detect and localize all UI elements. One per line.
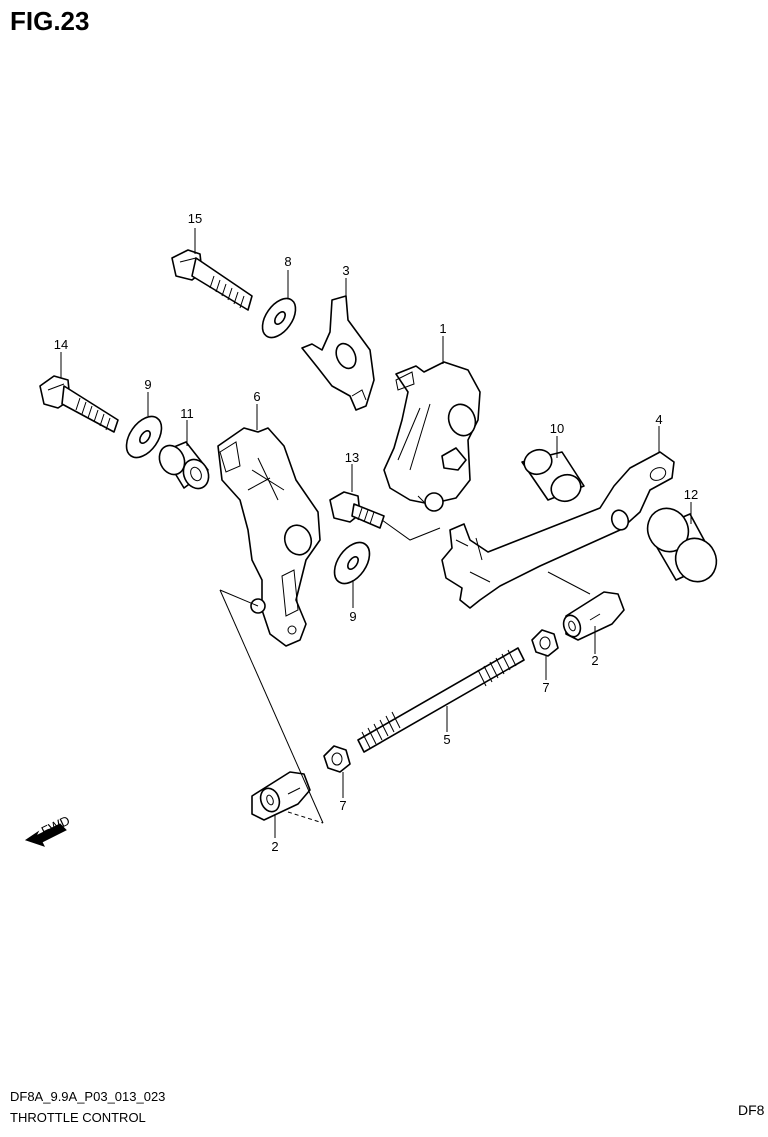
part-9-washer-left bbox=[125, 415, 163, 459]
callout-7-a: 7 bbox=[542, 680, 549, 695]
callout-3: 3 bbox=[342, 263, 349, 278]
callout-5: 5 bbox=[443, 732, 450, 747]
callout-11: 11 bbox=[180, 406, 194, 421]
callout-4: 4 bbox=[655, 412, 662, 427]
part-2-ball-joint-lower bbox=[251, 771, 311, 821]
part-5-rod bbox=[357, 647, 525, 753]
callout-labels: 15 8 3 1 14 9 11 6 13 10 4 12 9 2 7 5 7 … bbox=[54, 211, 698, 854]
part-2-ball-joint-right bbox=[562, 591, 625, 641]
part-14-bolt bbox=[39, 375, 119, 433]
part-11-spacer bbox=[158, 441, 210, 490]
callout-9-b: 9 bbox=[349, 609, 356, 624]
callout-6: 6 bbox=[253, 389, 260, 404]
callout-13: 13 bbox=[345, 450, 359, 465]
diagram-name: THROTTLE CONTROL bbox=[10, 1110, 146, 1125]
part-4-link-lever bbox=[441, 451, 675, 609]
part-8-washer bbox=[261, 297, 297, 339]
assembly-lines bbox=[219, 519, 591, 824]
diagram-code: DF8A_9.9A_P03_013_023 bbox=[10, 1089, 166, 1104]
part-10-collar bbox=[521, 448, 585, 503]
part-7-nut-upper bbox=[531, 629, 559, 657]
part-9-washer-mid bbox=[333, 541, 371, 585]
callout-15: 15 bbox=[188, 211, 202, 226]
callout-leaders bbox=[60, 228, 692, 838]
part-1-throttle-cam bbox=[383, 361, 481, 512]
callout-2-a: 2 bbox=[591, 653, 598, 668]
model-code-fragment: DF8 bbox=[738, 1102, 765, 1118]
part-3-bracket bbox=[301, 295, 375, 411]
callout-7-b: 7 bbox=[339, 798, 346, 813]
callout-14: 14 bbox=[54, 337, 68, 352]
part-15-bolt bbox=[171, 249, 253, 311]
part-6-arm bbox=[217, 427, 321, 647]
callout-9-a: 9 bbox=[144, 377, 151, 392]
callout-12: 12 bbox=[684, 487, 698, 502]
part-13-bolt bbox=[329, 491, 385, 529]
fwd-arrow-icon: FWD bbox=[24, 813, 72, 847]
figure-title: FIG.23 bbox=[10, 6, 90, 36]
part-7-nut-lower bbox=[323, 745, 351, 773]
callout-1: 1 bbox=[439, 321, 446, 336]
callout-10: 10 bbox=[550, 421, 564, 436]
part-12-bushing bbox=[646, 507, 718, 583]
callout-8: 8 bbox=[284, 254, 291, 269]
callout-2-b: 2 bbox=[271, 839, 278, 854]
